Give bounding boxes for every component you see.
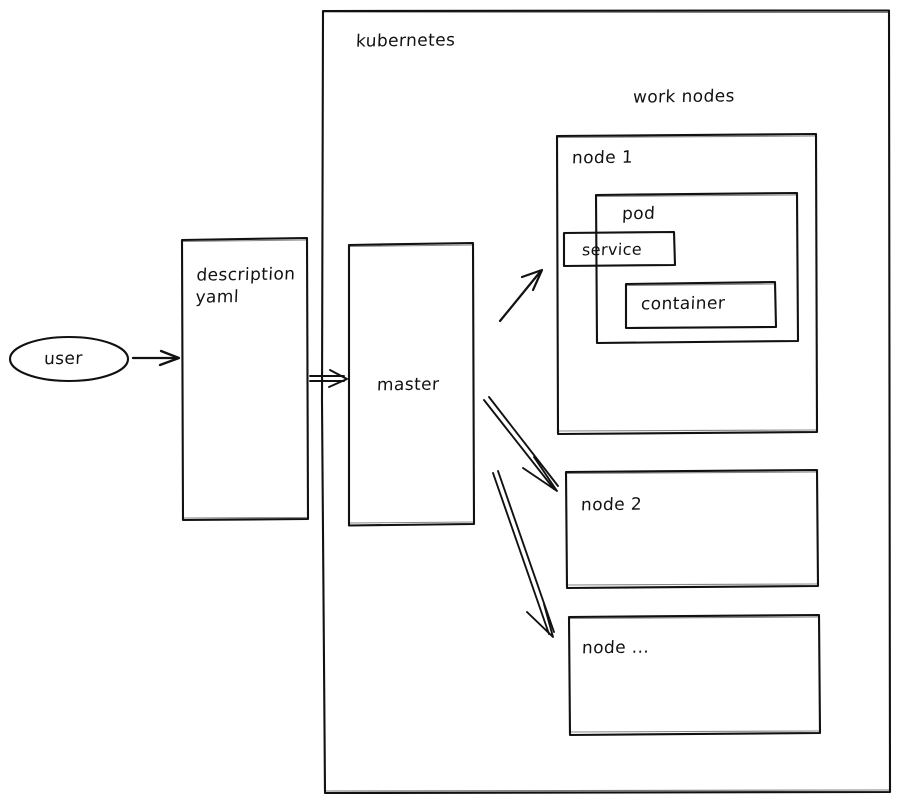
node-n-box-shape <box>567 613 822 737</box>
user-label: user <box>43 348 84 370</box>
edge-master-to-node-2 <box>483 396 559 492</box>
container-box-shape <box>624 280 778 330</box>
description-yaml-box-shape <box>180 236 310 522</box>
edge-master-to-node-n <box>492 470 555 638</box>
edge-master-to-node-1 <box>498 268 544 323</box>
node-1-box-shape <box>555 132 819 436</box>
edge-user-to-yaml <box>131 349 181 367</box>
node-2-box-shape <box>564 468 820 590</box>
service-label: service <box>581 239 643 260</box>
kubernetes-label: kubernetes <box>355 30 456 52</box>
node-n-label: node ... <box>581 637 650 659</box>
pod-box-shape <box>594 191 800 345</box>
master-box-shape <box>347 241 476 527</box>
user-ellipse-shape <box>8 335 130 383</box>
work-nodes-label: work nodes <box>632 86 736 108</box>
kubernetes-box-shape <box>320 9 892 795</box>
pod-label: pod <box>621 203 656 225</box>
service-box-shape <box>562 230 677 268</box>
description-yaml-label: description yaml <box>195 264 296 308</box>
master-label: master <box>376 374 440 396</box>
container-label: container <box>640 293 726 315</box>
node-1-label: node 1 <box>571 147 634 169</box>
node-2-label: node 2 <box>580 494 643 516</box>
edge-yaml-to-master <box>309 369 348 388</box>
